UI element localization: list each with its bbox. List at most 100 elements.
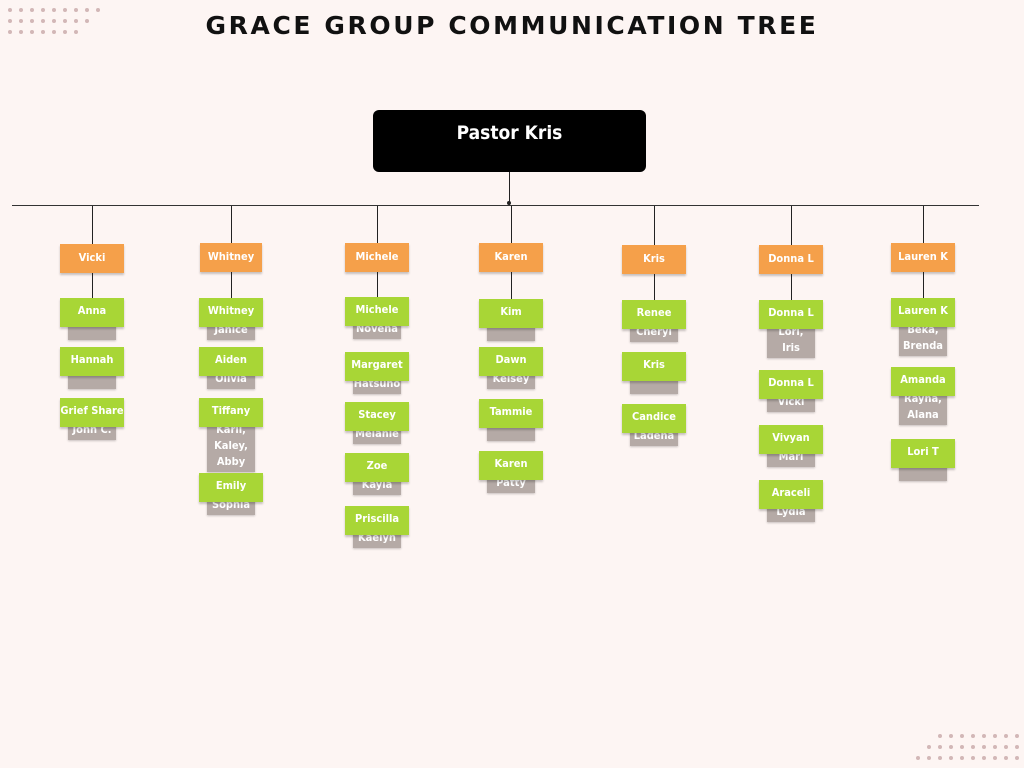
decorative-dot [938, 734, 942, 738]
decorative-dot [927, 756, 931, 760]
decorative-dot [19, 19, 23, 23]
leader-name: Michele [355, 250, 399, 263]
leader-name: Kris [643, 252, 665, 265]
decorative-dot [960, 756, 964, 760]
member-node: Michele [345, 297, 409, 326]
member-node: Kim [479, 299, 543, 328]
page-title: GRACE GROUP COMMUNICATION TREE [205, 11, 819, 40]
decorative-dot [971, 756, 975, 760]
decorative-dot [52, 19, 56, 23]
decorative-dot [1004, 734, 1008, 738]
decorative-dot [85, 8, 89, 12]
decorative-dot [41, 8, 45, 12]
leader-name: Whitney [207, 250, 255, 263]
root-connector [509, 172, 510, 206]
leader-node: Vicki [60, 244, 124, 273]
member-name: Stacey [358, 408, 396, 421]
leader-connector [92, 206, 93, 244]
member-name: Anna [77, 304, 107, 317]
member-name: Donna L [768, 306, 814, 319]
member-name: Emily [215, 479, 247, 492]
member-name: Lauren K [898, 304, 948, 317]
member-name: Araceli [771, 486, 811, 499]
decorative-dot [52, 8, 56, 12]
member-name: Donna L [768, 376, 814, 389]
leader-node: Donna L [759, 245, 823, 274]
member-name: Tiffany [211, 404, 251, 417]
leader-connector [231, 206, 232, 243]
member-name: Tammie [489, 405, 533, 418]
member-name: Margaret [351, 358, 403, 371]
member-node: Vivyan [759, 425, 823, 454]
member-name: Aiden [215, 353, 247, 366]
member-node: Grief Share [60, 398, 124, 427]
member-node: Anna [60, 298, 124, 327]
root-node: Pastor Kris [373, 110, 646, 172]
member-name: Kris [643, 358, 665, 371]
decorative-dot [927, 745, 931, 749]
leader-connector [923, 206, 924, 243]
root-label: Pastor Kris [456, 122, 563, 144]
member-name: Karen [494, 457, 528, 470]
decorative-dot [1015, 756, 1019, 760]
decorative-dot [1004, 745, 1008, 749]
decorative-dot [993, 745, 997, 749]
member-name: Amanda [900, 373, 946, 386]
decorative-dot [971, 745, 975, 749]
member-connector [923, 272, 924, 298]
sub-contact-box: Karli,Kaley,Abby [207, 420, 255, 472]
decorative-dot [1015, 734, 1019, 738]
leader-node: Lauren K [891, 243, 955, 272]
member-node: Karen [479, 451, 543, 480]
leader-connector [791, 206, 792, 245]
member-node: Amanda [891, 367, 955, 396]
member-connector [511, 272, 512, 299]
member-name: Zoe [366, 459, 388, 472]
decorative-dot [960, 734, 964, 738]
member-node: Araceli [759, 480, 823, 509]
decorative-dot [41, 19, 45, 23]
leader-name: Donna L [768, 252, 814, 265]
decorative-dot [971, 734, 975, 738]
decorative-dot [19, 30, 23, 34]
member-node: Zoe [345, 453, 409, 482]
member-node: Dawn [479, 347, 543, 376]
decorative-dot [982, 745, 986, 749]
decorative-dot [63, 8, 67, 12]
leader-connector [511, 206, 512, 243]
decorative-dot [8, 8, 12, 12]
member-node: Tiffany [199, 398, 263, 427]
decorative-dot [1015, 745, 1019, 749]
decorative-dot [982, 734, 986, 738]
member-node: Priscilla [345, 506, 409, 535]
sub-contact-name: Iris [782, 341, 800, 354]
decorative-dot [30, 30, 34, 34]
member-connector [231, 272, 232, 298]
member-node: Whitney [199, 298, 263, 327]
decorative-dot [993, 734, 997, 738]
member-name: Whitney [207, 304, 255, 317]
leader-name: Vicki [78, 251, 106, 264]
leader-node: Kris [622, 245, 686, 274]
member-node: Donna L [759, 300, 823, 329]
decorative-dot [96, 8, 100, 12]
member-name: Hannah [70, 353, 114, 366]
decorative-dot [19, 8, 23, 12]
decorative-dot [85, 19, 89, 23]
decorative-dot [63, 19, 67, 23]
decorative-dot [1004, 756, 1008, 760]
member-node: Candice [622, 404, 686, 433]
leader-node: Whitney [200, 243, 262, 272]
decorative-dot [938, 756, 942, 760]
member-connector [92, 273, 93, 298]
member-node: Donna L [759, 370, 823, 399]
member-name: Candice [631, 410, 677, 423]
member-node: Lori T [891, 439, 955, 468]
member-node: Margaret [345, 352, 409, 381]
member-name: Michele [355, 303, 399, 316]
leader-node: Michele [345, 243, 409, 272]
decorative-dot [52, 30, 56, 34]
member-node: Renee [622, 300, 686, 329]
member-name: Grief Share [60, 404, 124, 417]
